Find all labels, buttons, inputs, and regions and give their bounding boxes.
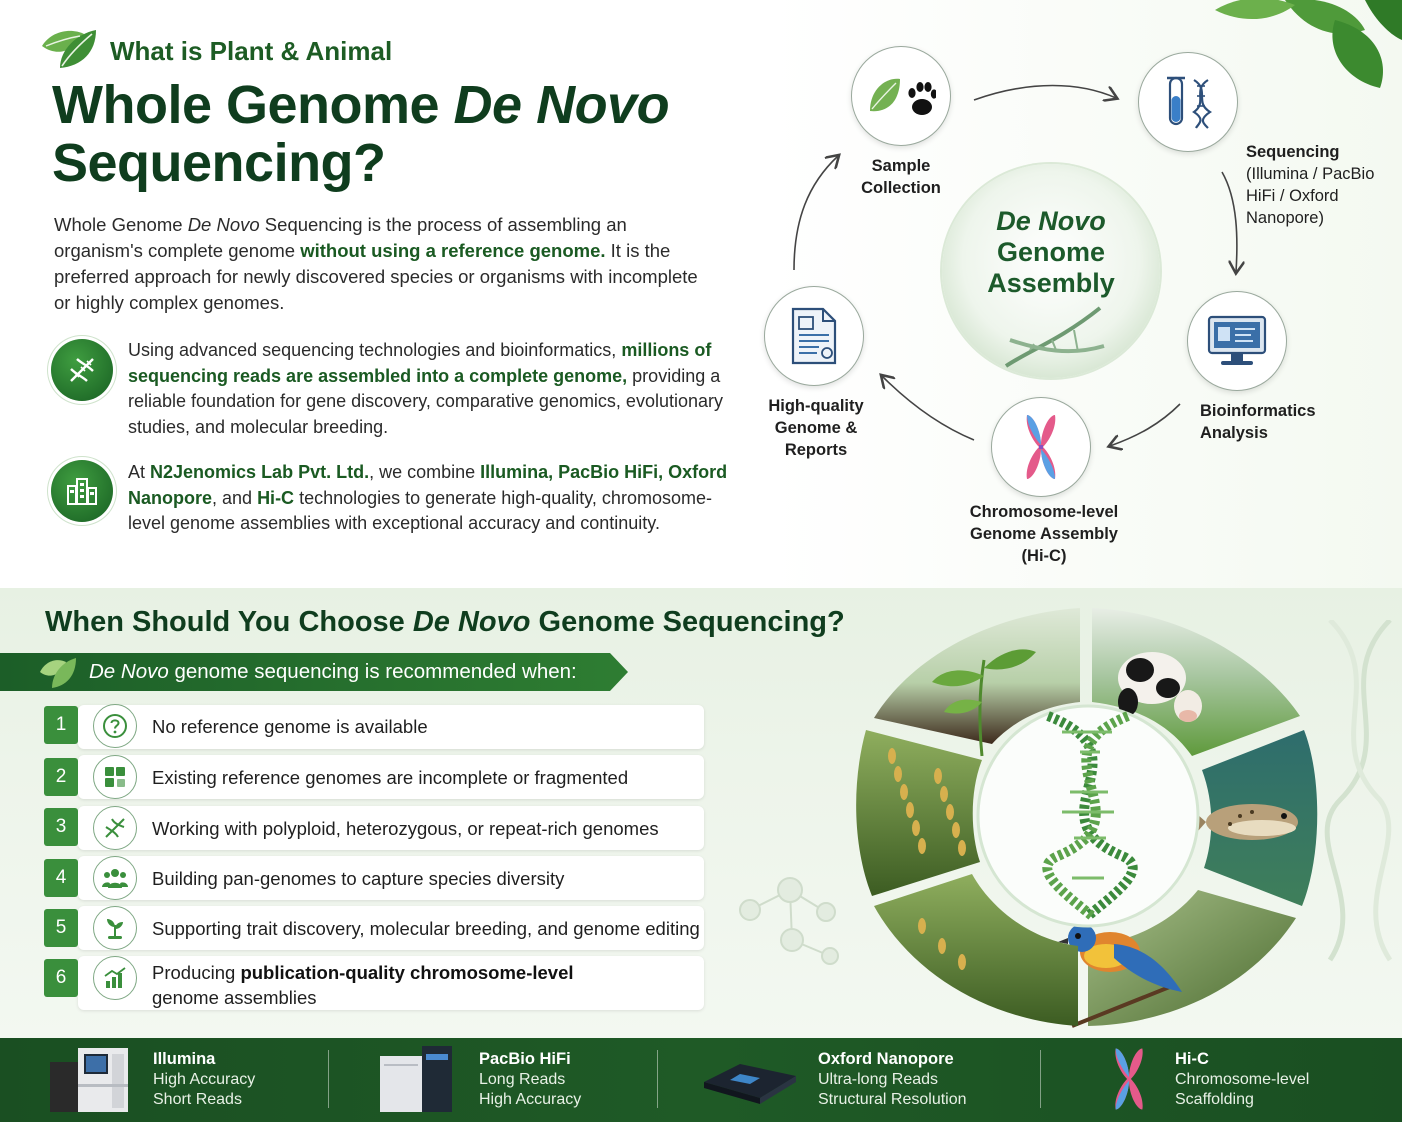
leaf-and-paw-icon bbox=[870, 78, 936, 115]
technology-paragraph: Using advanced sequencing technologies a… bbox=[128, 340, 723, 437]
pacbio-sequencer-icon bbox=[380, 1046, 452, 1112]
rice-photo bbox=[874, 874, 1078, 1026]
item-number: 2 bbox=[44, 758, 78, 796]
footer-divider bbox=[328, 1050, 329, 1108]
item-number: 5 bbox=[44, 909, 78, 947]
illumina-name: Illumina bbox=[153, 1050, 216, 1068]
cycle-arrows bbox=[793, 84, 1320, 480]
rice-field-photo bbox=[856, 730, 982, 896]
item-text: Working with polyploid, heterozygous, or… bbox=[152, 818, 659, 839]
chromosome-node bbox=[991, 397, 1091, 497]
footer-divider bbox=[657, 1050, 658, 1108]
molecule-decoration-icon bbox=[739, 877, 839, 965]
nanopore-feature: Ultra-long Reads bbox=[818, 1071, 939, 1088]
bird-photo bbox=[1088, 890, 1296, 1026]
pacbio-feature: High Accuracy bbox=[479, 1091, 582, 1108]
dna-icon bbox=[93, 806, 137, 850]
item-text: Supporting trait discovery, molecular br… bbox=[152, 918, 700, 939]
leaf-icon bbox=[42, 30, 96, 68]
ribbon-text: De Novo genome sequencing is recommended… bbox=[89, 660, 577, 683]
nanopore-device-icon bbox=[704, 1064, 796, 1104]
footer-divider bbox=[1040, 1050, 1041, 1108]
pacbio-name: PacBio HiFi bbox=[479, 1050, 571, 1068]
bioinformatics-node bbox=[1187, 291, 1287, 391]
cow-photo bbox=[1092, 608, 1300, 756]
pacbio-feature: Long Reads bbox=[479, 1071, 566, 1088]
leaves-decoration-icon bbox=[1215, 0, 1402, 88]
hic-feature: Chromosome-level bbox=[1175, 1071, 1310, 1088]
list-item bbox=[78, 705, 704, 749]
item-text: Building pan-genomes to capture species … bbox=[152, 868, 565, 889]
group-people-icon bbox=[93, 856, 137, 900]
list-item bbox=[78, 856, 704, 900]
list-item bbox=[78, 755, 704, 799]
dna-helix-icon bbox=[1004, 306, 1105, 368]
reports-node bbox=[764, 286, 864, 386]
nanopore-name: Oxford Nanopore bbox=[818, 1050, 954, 1068]
list-item bbox=[78, 906, 704, 950]
center-assembly-text: De Novo Genome Assembly bbox=[987, 206, 1115, 298]
item-number: 1 bbox=[44, 706, 78, 744]
item-number: 3 bbox=[44, 808, 78, 846]
kicker-text: What is Plant & Animal bbox=[110, 36, 393, 66]
illumina-sequencer-icon bbox=[50, 1048, 128, 1112]
recommendation-ribbon bbox=[0, 653, 628, 691]
page-title: Whole Genome De Novo Sequencing? bbox=[52, 75, 670, 193]
item-number: 4 bbox=[44, 859, 78, 897]
dna-icon bbox=[70, 358, 94, 382]
nanopore-feature: Structural Resolution bbox=[818, 1091, 967, 1108]
dna-center-circle bbox=[976, 704, 1200, 928]
sequencing-label: Sequencing (Illumina / PacBio HiFi / Oxf… bbox=[1246, 143, 1375, 227]
bar-chart-growth-icon bbox=[93, 956, 137, 1000]
report-document-icon bbox=[791, 307, 837, 365]
technology-footer bbox=[0, 1038, 1402, 1122]
sample-collection-node bbox=[851, 46, 951, 146]
sequencing-node bbox=[1138, 52, 1238, 152]
item-number: 6 bbox=[44, 959, 78, 997]
test-tube-dna-icon bbox=[1167, 76, 1213, 129]
hic-chromosome-icon bbox=[1115, 1048, 1143, 1110]
organism-wheel bbox=[856, 608, 1318, 1028]
dna-double-helix-icon bbox=[1042, 711, 1138, 920]
list-item bbox=[78, 956, 704, 1010]
sprout-icon bbox=[93, 906, 137, 950]
reports-label: High-quality Genome & Reports bbox=[768, 397, 864, 459]
puzzle-pieces-icon bbox=[93, 755, 137, 799]
chromosome-label: Chromosome-level Genome Assembly (Hi-C) bbox=[969, 503, 1119, 565]
intro-paragraph: Whole Genome De Novo Sequencing is the p… bbox=[54, 214, 698, 313]
illumina-feature: Short Reads bbox=[153, 1091, 242, 1108]
building-icon bbox=[67, 478, 97, 505]
item-text: Producing publication-quality chromosome… bbox=[152, 962, 574, 1008]
ribbon-leaf-icon bbox=[40, 658, 76, 688]
chromosome-icon bbox=[1026, 415, 1056, 479]
computer-monitor-icon bbox=[1207, 315, 1267, 365]
hic-feature: Scaffolding bbox=[1175, 1091, 1254, 1108]
dna-badge bbox=[51, 339, 113, 401]
company-paragraph: At N2Jenomics Lab Pvt. Ltd., we combine … bbox=[128, 462, 728, 533]
item-text: Existing reference genomes are incomplet… bbox=[152, 767, 629, 788]
illumina-feature: High Accuracy bbox=[153, 1071, 256, 1088]
hic-name: Hi-C bbox=[1175, 1050, 1209, 1068]
list-item bbox=[78, 806, 704, 850]
dna-decoration-icon bbox=[1324, 620, 1393, 962]
company-badge bbox=[51, 460, 113, 522]
section-title: When Should You Choose De Novo Genome Se… bbox=[45, 606, 845, 638]
question-icon bbox=[93, 704, 137, 748]
item-text: No reference genome is available bbox=[152, 716, 428, 737]
